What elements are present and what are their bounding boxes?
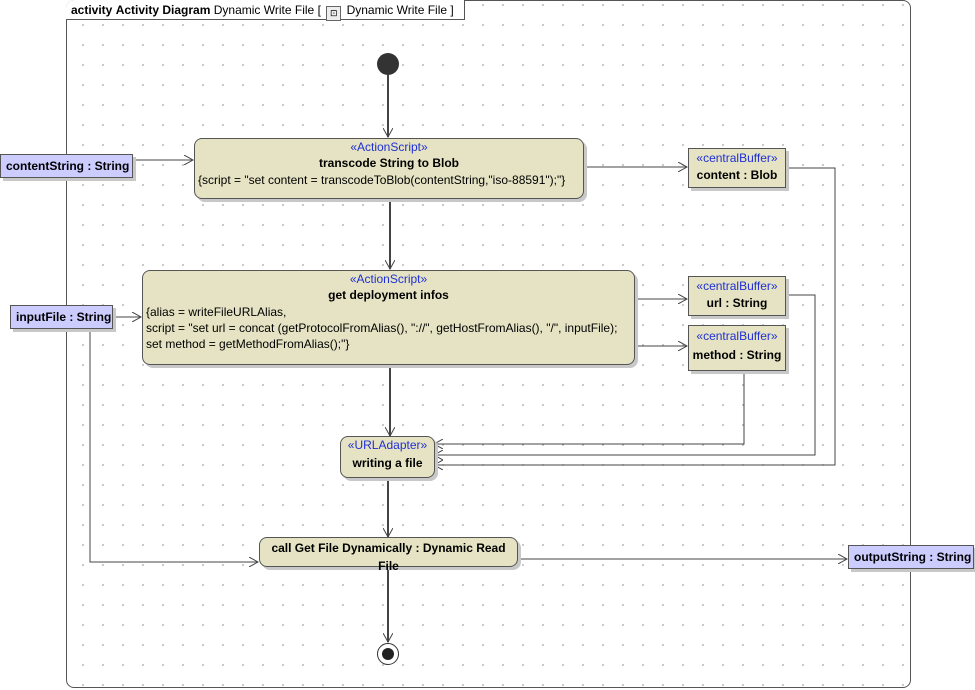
frame-bracket-close: ]: [450, 3, 454, 17]
stereotype-label: «ActionScript»: [350, 140, 428, 154]
frame-kind: Activity Diagram: [115, 3, 211, 17]
initial-node[interactable]: [377, 53, 399, 75]
frame-ref-name: Dynamic Write File: [346, 3, 448, 17]
action-title: transcode String to Blob: [318, 156, 459, 170]
final-node-core: [381, 647, 394, 660]
buffer-content[interactable]: «centralBuffer» content : Blob: [688, 148, 786, 188]
edge-url-writing: [434, 294, 816, 455]
action-title: get deployment infos: [328, 288, 449, 302]
edge-method-writing: [434, 371, 745, 444]
action-transcode-string-to-blob[interactable]: «ActionScript» transcode String to Blob …: [194, 138, 584, 199]
action-body: {script = "set content = transcodeToBlob…: [198, 173, 566, 187]
stereotype-label: «URLAdapter»: [347, 438, 428, 452]
action-call-get-file-dynamically[interactable]: call Get File Dynamically : Dynamic Read…: [259, 537, 518, 573]
activity-diagram-icon: ⊡: [326, 6, 342, 21]
frame-bracket-open: [: [317, 3, 321, 17]
frame-name: Dynamic Write File: [213, 3, 315, 17]
param-output-string[interactable]: outputString : String: [848, 545, 974, 569]
frame-header: activity Activity Diagram Dynamic Write …: [66, 0, 465, 21]
action-body-line: script = "set url = concat (getProtocolF…: [146, 321, 618, 335]
action-body-line: set method = getMethodFromAlias();"}: [146, 337, 350, 351]
action-writing-a-file[interactable]: «URLAdapter» writing a file: [340, 436, 435, 478]
edge-content-writing: [434, 167, 836, 465]
action-body-line: {alias = writeFileURLAlias,: [146, 305, 287, 319]
action-get-deployment-infos[interactable]: «ActionScript» get deployment infos {ali…: [142, 270, 635, 365]
stereotype-label: «centralBuffer»: [696, 151, 778, 165]
param-content-string[interactable]: contentString : String: [0, 154, 133, 178]
action-title: writing a file: [352, 456, 423, 470]
buffer-title: content : Blob: [696, 168, 778, 182]
stereotype-label: «ActionScript»: [349, 272, 428, 286]
edge-inputfile-call: [89, 329, 258, 562]
buffer-title: method : String: [692, 348, 782, 362]
action-title: call Get File Dynamically : Dynamic Read…: [271, 541, 506, 573]
activity-final-node[interactable]: [377, 643, 399, 665]
buffer-method[interactable]: «centralBuffer» method : String: [688, 325, 786, 371]
buffer-url[interactable]: «centralBuffer» url : String: [688, 276, 786, 316]
stereotype-label: «centralBuffer»: [696, 279, 778, 293]
stereotype-label: «centralBuffer»: [696, 329, 778, 343]
buffer-title: url : String: [706, 296, 768, 310]
param-input-file[interactable]: inputFile : String: [10, 305, 113, 329]
frame-keyword: activity: [71, 3, 113, 17]
